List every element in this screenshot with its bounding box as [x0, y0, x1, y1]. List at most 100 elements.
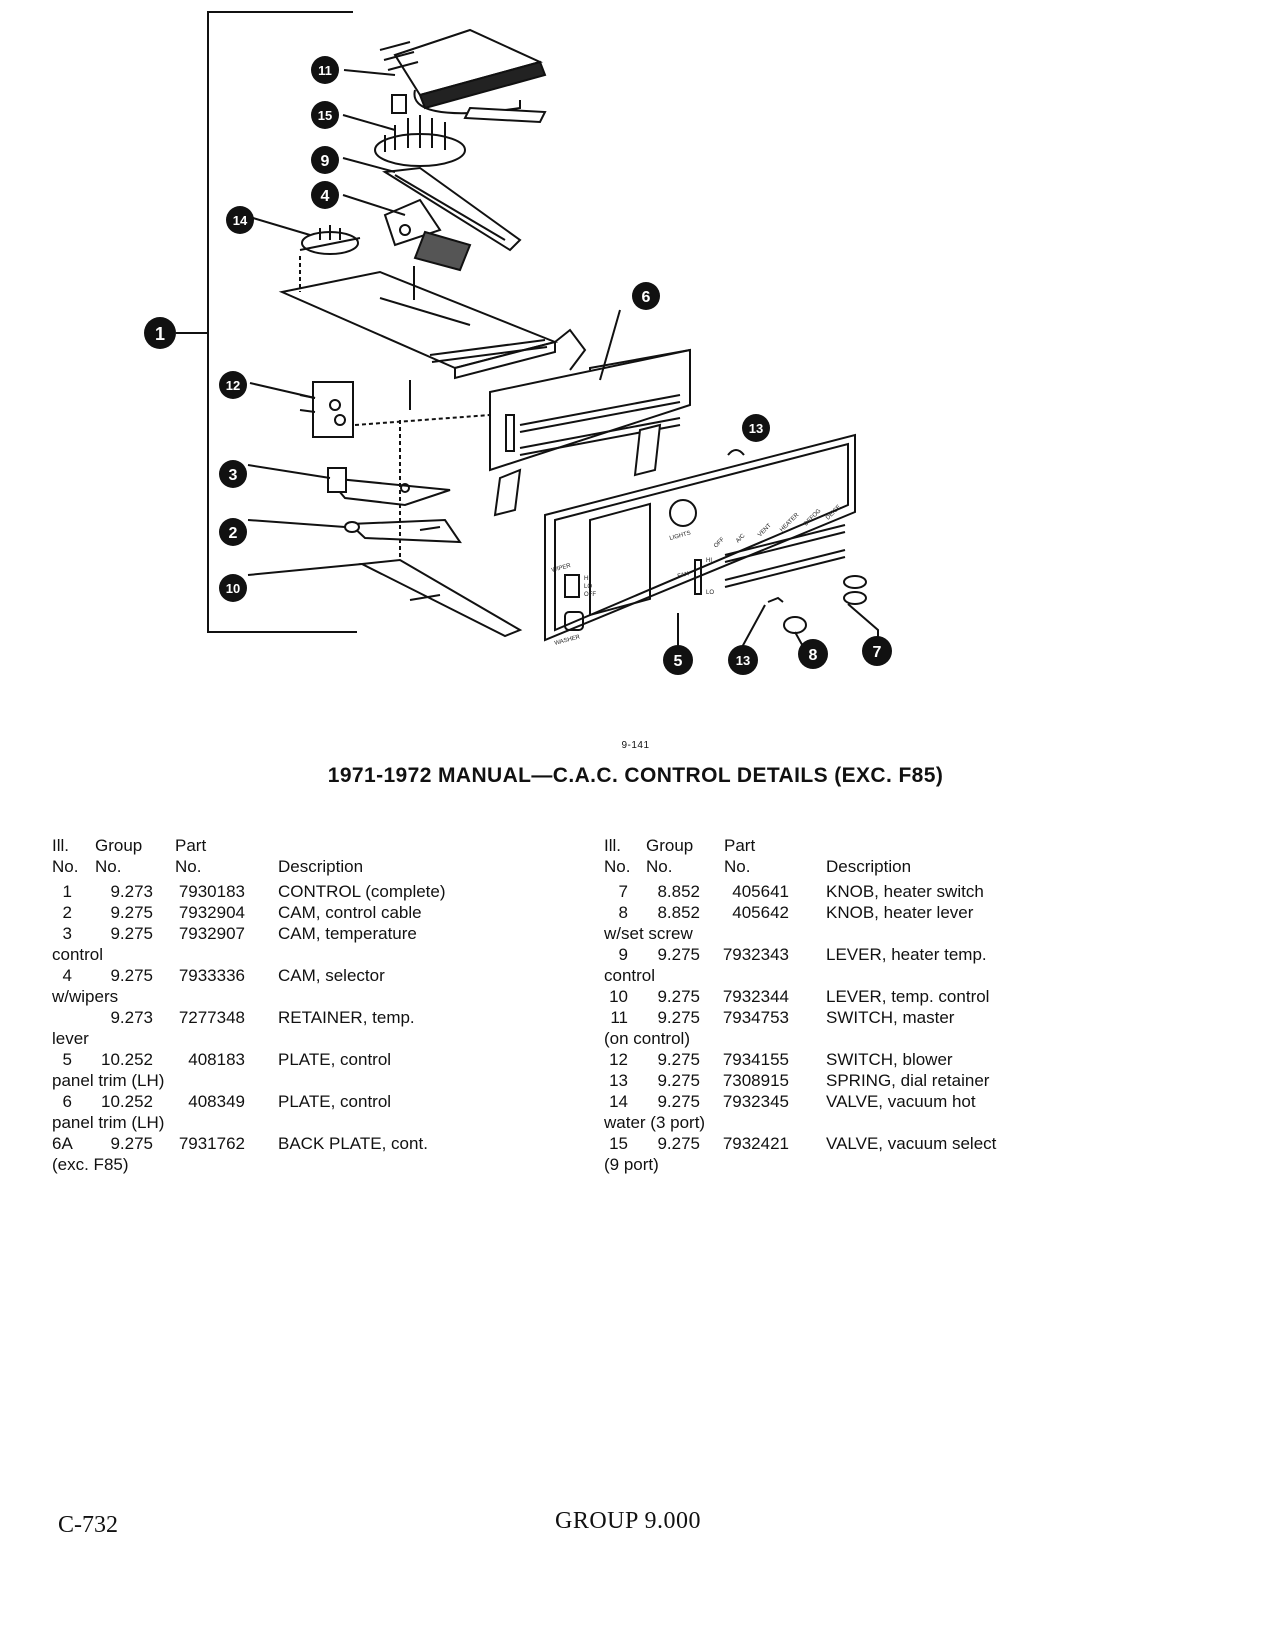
ill-header: Ill.No. [604, 836, 631, 876]
page-title: 1971-1972 MANUAL—C.A.C. CONTROL DETAILS … [327, 764, 944, 787]
ill-number-cell: 7 [618, 882, 628, 901]
description-cell: LEVER, temp. control [826, 987, 990, 1006]
ill-number-cell: 13 [609, 1071, 628, 1090]
group-number-cell: 9.273 [110, 882, 153, 901]
ill-number-cell: 8 [618, 903, 628, 922]
part-number-cell: 7308915 [722, 1071, 789, 1090]
wiper-label: WIPER [551, 563, 572, 574]
ill-number-cell: 3 [62, 924, 72, 943]
svg-text:5: 5 [674, 653, 683, 670]
ill-number-cell: 6 [62, 1092, 72, 1111]
svg-text:10: 10 [226, 581, 240, 596]
ill-number-cell: 11 [610, 1008, 628, 1027]
group-number-cell: 10.252 [101, 1050, 153, 1069]
ill-number-cell: 1 [62, 882, 72, 901]
callout-8: 8 [798, 639, 828, 669]
group-number-cell: 8.852 [657, 882, 700, 901]
part-number-cell: 7932421 [722, 1134, 789, 1153]
svg-text:9: 9 [321, 153, 330, 170]
callout-6: 6 [632, 282, 660, 310]
fan-hi-label: HI [706, 558, 712, 564]
description-cell: CAM, selector w/wipers [52, 966, 385, 1006]
group-number-cell: 10.252 [101, 1092, 153, 1111]
part-number-cell: 7934753 [722, 1008, 789, 1027]
description-cell: SWITCH, master (on control) [604, 1008, 955, 1048]
group-label: GROUP 9.000 [555, 1508, 701, 1534]
selector-ac-label: A/C [735, 533, 747, 545]
description-cell: PLATE, control panel trim (LH) [52, 1050, 392, 1090]
wiper-lo-label: LO [584, 584, 592, 590]
part-number-cell: 7930183 [178, 882, 245, 901]
callout-1: 1 [144, 317, 176, 349]
group-number-cell: 9.275 [657, 1134, 700, 1153]
ill-number-cell: 10 [609, 987, 628, 1006]
callout-10: 10 [219, 574, 247, 602]
group-number-cell: 9.275 [657, 1092, 700, 1111]
svg-text:13: 13 [736, 653, 750, 668]
ill-number-cell: 12 [609, 1050, 628, 1069]
ill-number-cell: 14 [609, 1092, 628, 1111]
group-number-cell: 9.275 [110, 903, 153, 922]
table-row: 13 9.275 7308915 SPRING, dial retainer [604, 1070, 1044, 1091]
callout-5: 5 [663, 645, 693, 675]
group-number-cell: 9.275 [657, 1050, 700, 1069]
part-number-cell: 7933336 [178, 966, 245, 985]
group-number-cell: 9.275 [657, 987, 700, 1006]
lights-label: LIGHTS [669, 531, 691, 542]
wiper-hi-label: HI [584, 576, 590, 582]
description-cell: PLATE, control panel trim (LH) [52, 1092, 392, 1132]
page-number: C-732 [58, 1512, 118, 1538]
ill-number-cell: 5 [62, 1050, 72, 1069]
ill-number-cell: 6A [52, 1134, 73, 1153]
svg-text:12: 12 [226, 378, 240, 393]
group-number-cell: 9.275 [657, 1071, 700, 1090]
part-number-cell: 7277348 [178, 1008, 245, 1027]
description-cell: BACK PLATE, cont. (exc. F85) [52, 1134, 428, 1174]
svg-text:11: 11 [318, 63, 332, 78]
callout-7: 7 [862, 636, 892, 666]
callout-2: 2 [219, 518, 247, 546]
group-number-cell: 9.275 [657, 945, 700, 964]
fan-lo-label: LO [706, 590, 714, 596]
part-number-cell: 7932907 [178, 924, 245, 943]
part-number-cell: 405641 [732, 882, 789, 901]
part-number-cell: 408183 [188, 1050, 245, 1069]
table-row: 10 9.275 7932344 LEVER, temp. control [604, 986, 1044, 1007]
group-number-cell: 9.275 [657, 1008, 700, 1027]
svg-text:3: 3 [229, 467, 238, 484]
description-cell: KNOB, heater lever w/set screw [604, 903, 974, 943]
part-number-cell: 7931762 [178, 1134, 245, 1153]
ill-header: Ill.No. [52, 836, 79, 876]
part-number-cell: 7932345 [722, 1092, 789, 1111]
callout-12: 12 [219, 371, 247, 399]
group-number-cell: 9.273 [110, 1008, 153, 1027]
description-cell: SPRING, dial retainer [826, 1071, 990, 1090]
description-cell: VALVE, vacuum hot water (3 port) [604, 1092, 976, 1132]
group-number-cell: 9.275 [110, 1134, 153, 1153]
description-cell: LEVER, heater temp. control [604, 945, 987, 985]
description-header: Description [826, 857, 912, 876]
group-number-cell: 9.275 [110, 966, 153, 985]
ill-number-cell: 4 [62, 966, 72, 985]
svg-text:2: 2 [229, 525, 238, 542]
part-number-cell: 405642 [732, 903, 789, 922]
callout-11: 11 [311, 56, 339, 84]
ill-number-cell: 15 [609, 1134, 628, 1153]
ill-number-cell: 2 [62, 903, 72, 922]
part-number-cell: 7932344 [722, 987, 789, 1006]
description-cell: VALVE, vacuum select (9 port) [604, 1134, 997, 1174]
